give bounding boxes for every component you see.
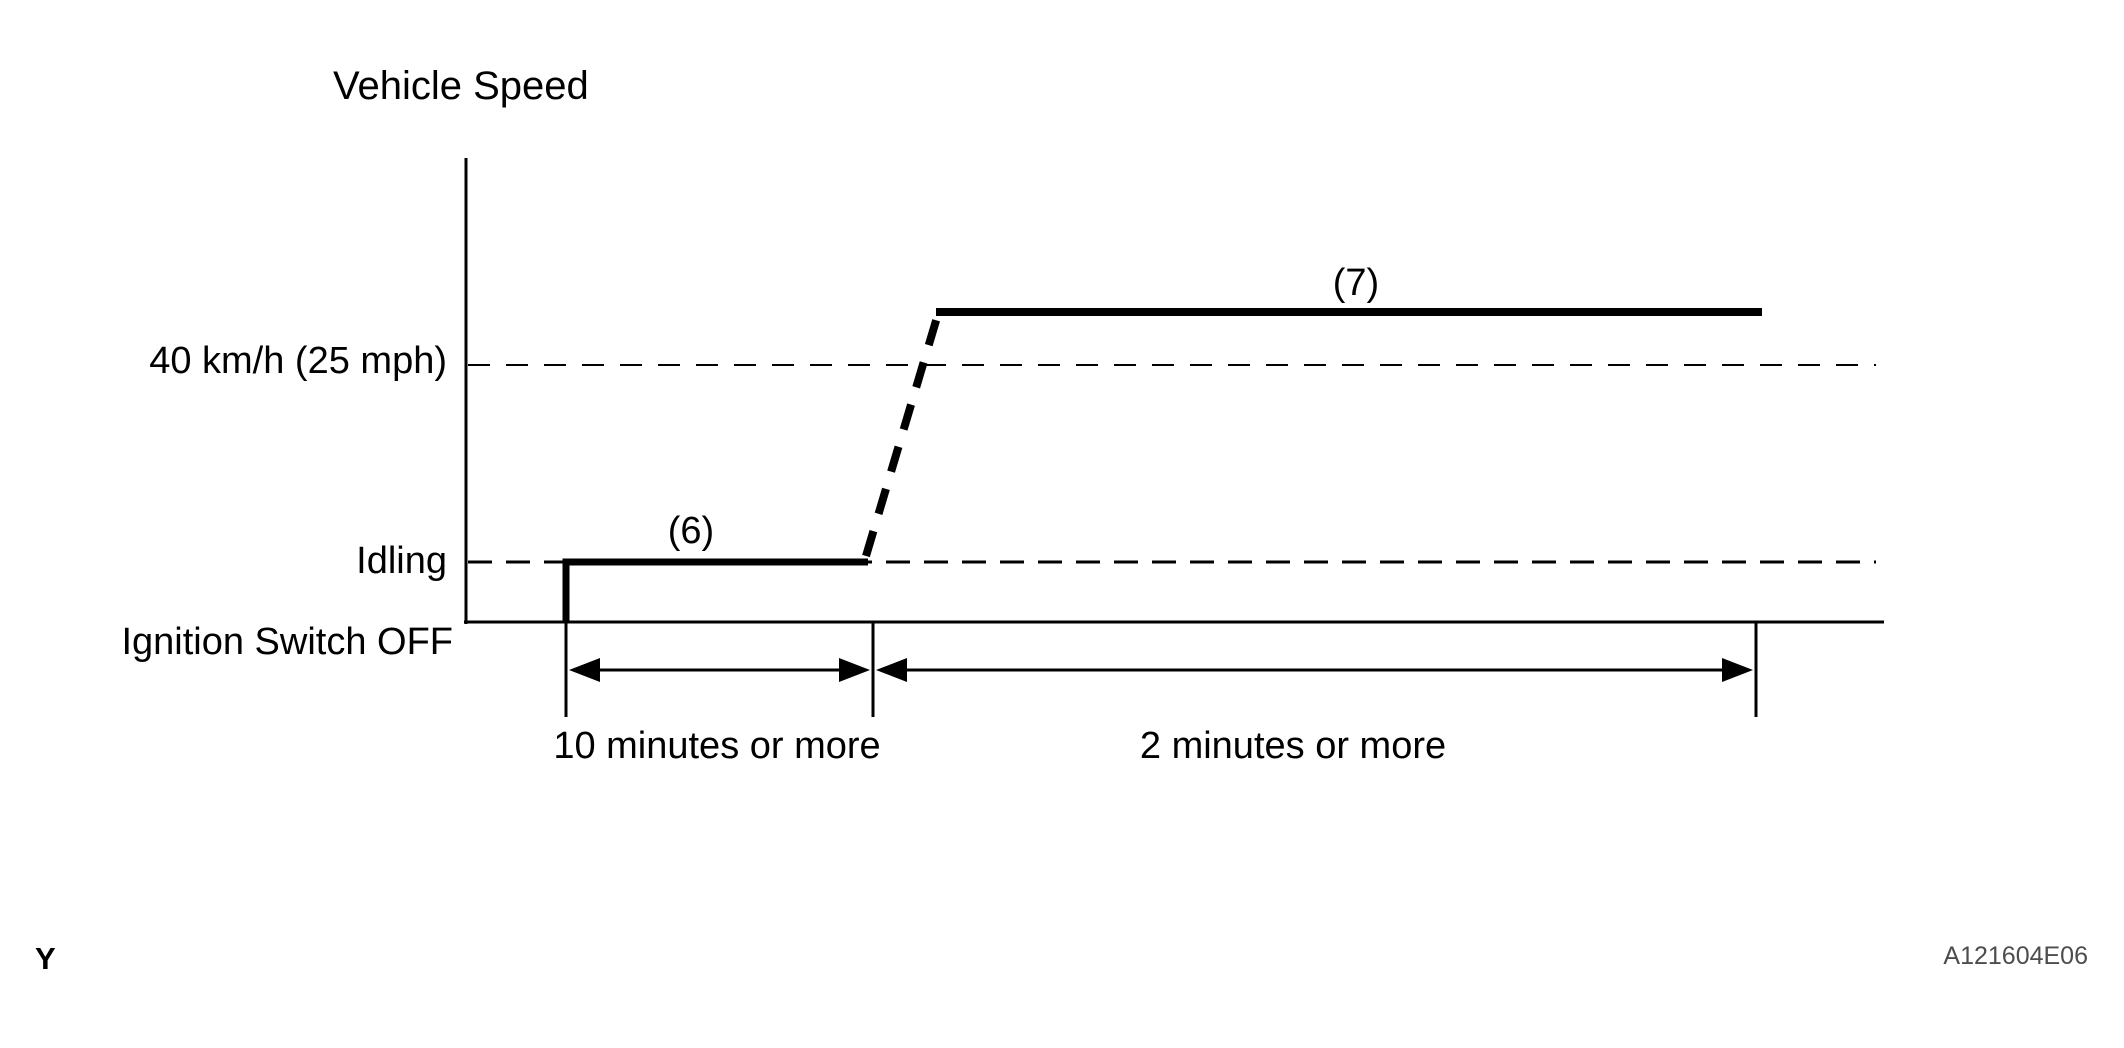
idling-duration-arrowhead-left <box>569 658 600 682</box>
figure-code: A121604E06 <box>1943 942 2088 970</box>
page-marker: Y <box>35 941 56 976</box>
idling-duration-arrowhead-right <box>839 658 870 682</box>
trace-acceleration-dashed <box>862 312 942 558</box>
driving-duration-label: 2 minutes or more <box>1139 725 1447 767</box>
ignition-off-label: Ignition Switch OFF <box>121 621 453 663</box>
segment-6-label: (6) <box>667 510 715 552</box>
idling-duration-label: 10 minutes or more <box>553 725 881 767</box>
trace-idling-segment <box>562 558 868 622</box>
driving-duration-arrowhead-right <box>1722 658 1753 682</box>
idling-label: Idling <box>356 540 447 582</box>
speed-threshold-label: 40 km/h (25 mph) <box>149 340 447 382</box>
driving-duration-arrowhead-left <box>876 658 907 682</box>
segment-7-label: (7) <box>1332 262 1380 304</box>
chart-title: Vehicle Speed <box>333 64 589 108</box>
